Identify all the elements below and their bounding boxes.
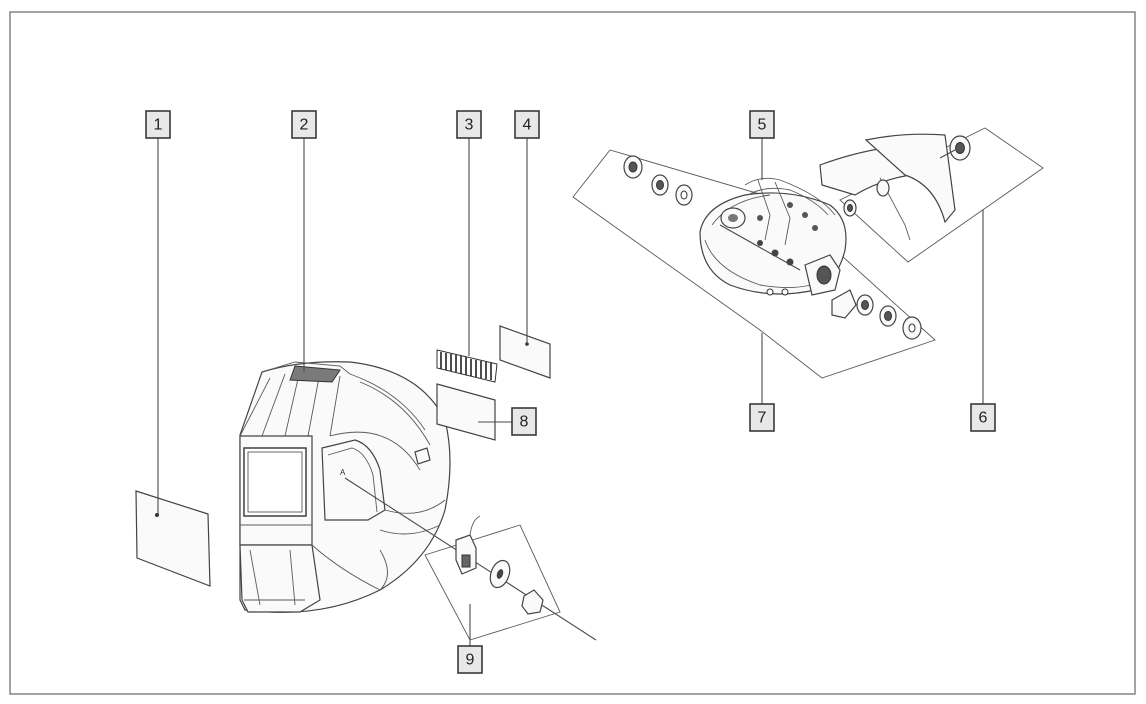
part-1-outer-cover-lens <box>135 138 211 587</box>
part-8-filter-cartridge <box>436 383 512 441</box>
callout-8-label: 8 <box>520 414 529 431</box>
callout-5-label: 5 <box>758 117 767 134</box>
callout-7-label: 7 <box>758 410 767 427</box>
svg-text:A: A <box>340 468 346 477</box>
callout-1-label: 1 <box>154 117 163 134</box>
part-3-spring-clip <box>436 138 498 383</box>
callout-2: 2 <box>291 110 317 139</box>
part-9-knob-assembly <box>344 477 597 646</box>
part-6-sweatband-assembly <box>819 127 1044 404</box>
callout-4-label: 4 <box>523 117 532 134</box>
diagram-frame <box>9 11 1136 695</box>
callout-5: 5 <box>749 110 775 139</box>
callout-1: 1 <box>145 110 171 139</box>
callout-3: 3 <box>456 110 482 139</box>
callout-4: 4 <box>514 110 540 139</box>
callout-8: 8 <box>511 407 537 436</box>
part-2-helmet-shell: A <box>239 138 451 613</box>
callout-7: 7 <box>749 403 775 432</box>
callout-6-label: 6 <box>979 410 988 427</box>
part-7-headgear <box>572 138 936 404</box>
callout-6: 6 <box>970 403 996 432</box>
callout-9-label: 9 <box>466 652 475 669</box>
callout-3-label: 3 <box>465 117 474 134</box>
callout-2-label: 2 <box>300 117 309 134</box>
part-4-inner-cover-lens <box>499 138 551 379</box>
callout-9: 9 <box>457 645 483 674</box>
